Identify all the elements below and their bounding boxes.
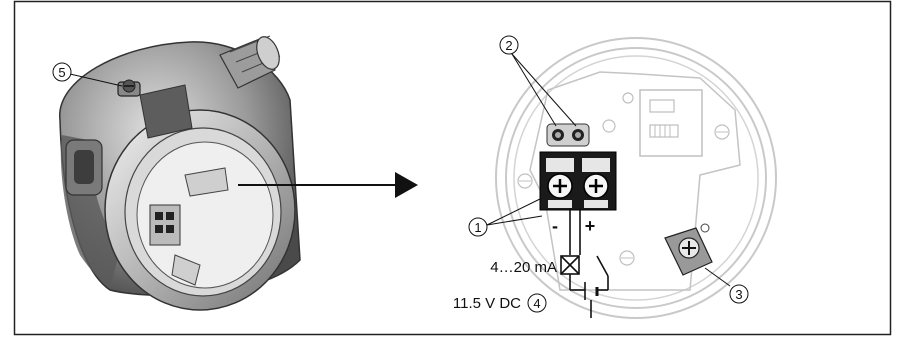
callout-2-label: 2	[505, 38, 512, 53]
ground-clamp	[664, 223, 713, 276]
callout-4-circle	[527, 293, 547, 313]
callout-2-circle	[499, 35, 519, 55]
terminal-view	[495, 37, 777, 319]
callout-2-leader-b	[511, 53, 577, 127]
callout-4-label: 4	[533, 296, 540, 311]
connection-arrow-head	[395, 172, 418, 198]
display-module	[639, 89, 703, 157]
terminal-block	[539, 151, 617, 211]
terminal-plus-label: +	[585, 216, 596, 236]
cable-gland	[219, 35, 281, 89]
callout-1-leader-a	[486, 197, 543, 226]
wiring	[560, 208, 609, 318]
frame-border	[13, 0, 892, 336]
housing-illustration	[59, 35, 301, 311]
test-sockets	[546, 123, 590, 147]
switch-symbol	[596, 255, 609, 277]
terminal-minus-label: -	[552, 216, 558, 236]
callout-5-circle	[52, 62, 72, 82]
callout-3-label: 3	[735, 287, 742, 302]
callout-5-label: 5	[58, 65, 65, 80]
callout-3-leader	[704, 267, 731, 287]
current-range-label: 4…20 mA	[490, 259, 557, 276]
ground-screw	[117, 79, 141, 97]
side-boss	[65, 139, 103, 196]
callout-1-label: 1	[474, 220, 481, 235]
callout-1-leader-b	[486, 215, 543, 226]
callout-5-leader	[69, 73, 123, 87]
supply-voltage-label: 11.5 V DC	[453, 295, 521, 312]
callout-2-leader-a	[511, 53, 557, 127]
callout-1-circle	[468, 217, 488, 237]
inner-electronics	[149, 167, 229, 286]
callout-3-circle	[729, 284, 749, 304]
